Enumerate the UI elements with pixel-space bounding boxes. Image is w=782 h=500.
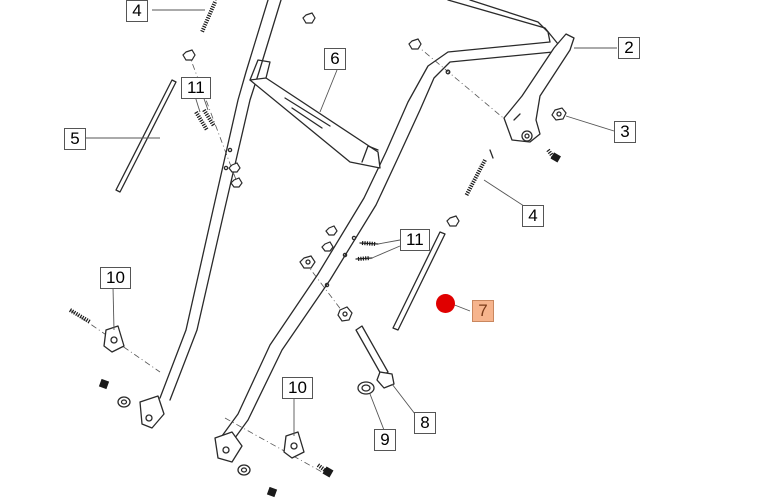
clamp-part-10-left bbox=[68, 308, 131, 408]
callout-10-left: 10 bbox=[100, 267, 131, 289]
nut-upper-left bbox=[182, 49, 196, 61]
screws-part-11-middle bbox=[299, 225, 379, 269]
nut-handle-top bbox=[408, 38, 422, 50]
callout-10-right: 10 bbox=[282, 377, 313, 399]
callout-11-middle: 11 bbox=[400, 229, 430, 251]
bolt-bracket bbox=[546, 148, 561, 163]
callout-2: 2 bbox=[618, 37, 640, 59]
bushing-part-9 bbox=[357, 381, 375, 395]
leader-lines bbox=[86, 9, 617, 436]
left-handle-tube bbox=[139, 0, 282, 429]
highlight-marker bbox=[436, 294, 455, 313]
rod-part-7 bbox=[392, 231, 446, 331]
callout-8: 8 bbox=[414, 412, 436, 434]
assembly-axis-handle bbox=[414, 43, 521, 133]
clamp-part-10-right bbox=[237, 431, 334, 498]
threaded-rod-part-4-right bbox=[446, 149, 494, 227]
left-tube-end-bracket bbox=[139, 395, 165, 429]
callout-9: 9 bbox=[374, 429, 396, 451]
assembly-axis-right-bottom bbox=[224, 417, 323, 473]
callout-3: 3 bbox=[614, 121, 636, 143]
callout-5: 5 bbox=[64, 128, 86, 150]
cross-brace-part-6 bbox=[249, 59, 381, 169]
pin-part-8 bbox=[337, 306, 395, 389]
threaded-rod-part-4-upper bbox=[200, 0, 217, 33]
callout-11-upper: 11 bbox=[181, 77, 211, 99]
assembly-axis-pin bbox=[304, 261, 346, 316]
callout-4-upper: 4 bbox=[126, 0, 148, 22]
callout-6: 6 bbox=[324, 48, 346, 70]
nut-part-3 bbox=[551, 107, 567, 121]
handle-bracket-part-2 bbox=[503, 33, 575, 143]
callout-4-right: 4 bbox=[522, 205, 544, 227]
right-tube-end-bracket bbox=[214, 431, 243, 463]
screws-part-11-upper bbox=[194, 108, 243, 188]
nut-top bbox=[302, 12, 316, 24]
assembly-axis-upper bbox=[187, 51, 239, 186]
right-handle-tube bbox=[214, 0, 559, 463]
callout-7-highlighted: 7 bbox=[472, 300, 494, 322]
rod-part-5 bbox=[115, 79, 177, 193]
